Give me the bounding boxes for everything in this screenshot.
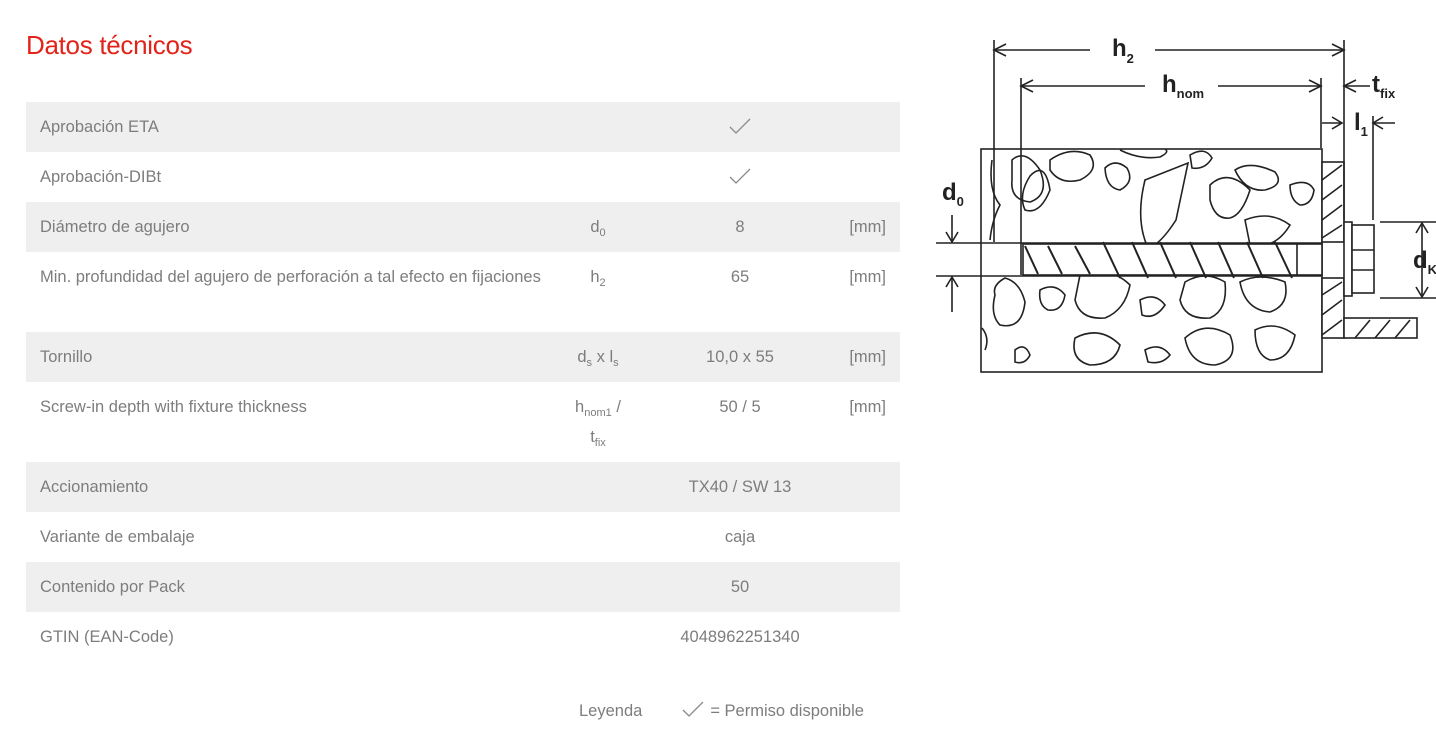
row-label: Diámetro de agujero xyxy=(40,218,190,236)
row-unit: [mm] xyxy=(849,348,886,366)
technical-data-table: Aprobación ETA Aprobación-DIBt Diámetro … xyxy=(26,102,900,662)
symbol-base: h xyxy=(575,398,585,416)
row-label: Aprobación-DIBt xyxy=(40,168,162,186)
row-value: 4048962251340 xyxy=(680,628,800,646)
symbol-subscript: 2 xyxy=(599,277,606,289)
table-row: GTIN (EAN-Code) 4048962251340 xyxy=(26,612,900,662)
anchor-installation-diagram: h2 hnom tfix l1 d0 dK xyxy=(930,20,1436,390)
label-dk: dK xyxy=(1413,247,1436,277)
checkmark-icon xyxy=(666,112,814,142)
row-label: Accionamiento xyxy=(40,478,149,496)
table-row: Screw-in depth with fixture thickness hn… xyxy=(26,382,900,462)
page-title: Datos técnicos xyxy=(26,30,193,60)
row-symbol: hnom1 / tfix xyxy=(546,392,650,452)
row-symbol: h2 xyxy=(546,262,650,292)
technical-drawing: h2 hnom tfix l1 d0 dK xyxy=(936,35,1436,373)
symbol-subscript: fix xyxy=(594,437,606,449)
label-hnom: hnom xyxy=(1162,71,1204,101)
table-row: Accionamiento TX40 / SW 13 xyxy=(26,462,900,512)
table-row: Aprobación ETA xyxy=(26,102,900,152)
symbol-base: h xyxy=(590,268,600,286)
row-value: caja xyxy=(724,528,756,546)
row-label: Variante de embalaje xyxy=(40,528,195,546)
checkmark-icon xyxy=(682,701,704,722)
table-row: Variante de embalaje caja xyxy=(26,512,900,562)
legend-label: Leyenda xyxy=(579,702,643,720)
row-value: TX40 / SW 13 xyxy=(688,478,792,496)
row-value: 50 xyxy=(730,578,750,596)
symbol-base: x l xyxy=(592,348,614,366)
row-label: Contenido por Pack xyxy=(40,578,185,596)
symbol-subscript: s xyxy=(613,357,619,369)
row-label: GTIN (EAN-Code) xyxy=(40,628,174,646)
label-h2: h2 xyxy=(1112,35,1134,66)
row-symbol: d0 xyxy=(546,212,650,242)
legend-text: = Permiso disponible xyxy=(710,702,864,720)
row-value: 10,0 x 55 xyxy=(706,348,774,366)
label-tfix: tfix xyxy=(1372,71,1396,101)
checkmark-icon xyxy=(666,162,814,192)
symbol-base: / xyxy=(611,398,621,416)
row-unit: [mm] xyxy=(849,218,886,236)
legend: Leyenda = Permiso disponible xyxy=(579,701,900,722)
row-label: Screw-in depth with fixture thickness xyxy=(40,398,307,416)
row-unit: [mm] xyxy=(849,398,886,416)
row-label: Aprobación ETA xyxy=(40,118,159,136)
table-row: Min. profundidad del agujero de perforac… xyxy=(26,252,900,332)
table-row: Aprobación-DIBt xyxy=(26,152,900,202)
row-unit: [mm] xyxy=(849,268,886,286)
symbol-subscript: 0 xyxy=(599,227,606,239)
symbol-base: d xyxy=(590,218,600,236)
symbol-subscript: nom1 xyxy=(584,407,612,419)
table-row: Tornillo ds x ls 10,0 x 55 [mm] xyxy=(26,332,900,382)
symbol-base: d xyxy=(577,348,587,366)
row-value: 50 / 5 xyxy=(719,398,761,416)
symbol-subscript: s xyxy=(586,357,593,369)
label-d0: d0 xyxy=(942,179,964,209)
symbol-base: t xyxy=(590,428,595,446)
table-row: Contenido por Pack 50 xyxy=(26,562,900,612)
row-symbol: ds x ls xyxy=(546,342,650,372)
table-row: Diámetro de agujero d0 8 [mm] xyxy=(26,202,900,252)
row-label: Tornillo xyxy=(40,348,93,366)
label-l1: l1 xyxy=(1354,109,1368,139)
row-label: Min. profundidad del agujero de perforac… xyxy=(40,268,541,286)
row-value: 8 xyxy=(735,218,745,236)
row-value: 65 xyxy=(730,268,750,286)
